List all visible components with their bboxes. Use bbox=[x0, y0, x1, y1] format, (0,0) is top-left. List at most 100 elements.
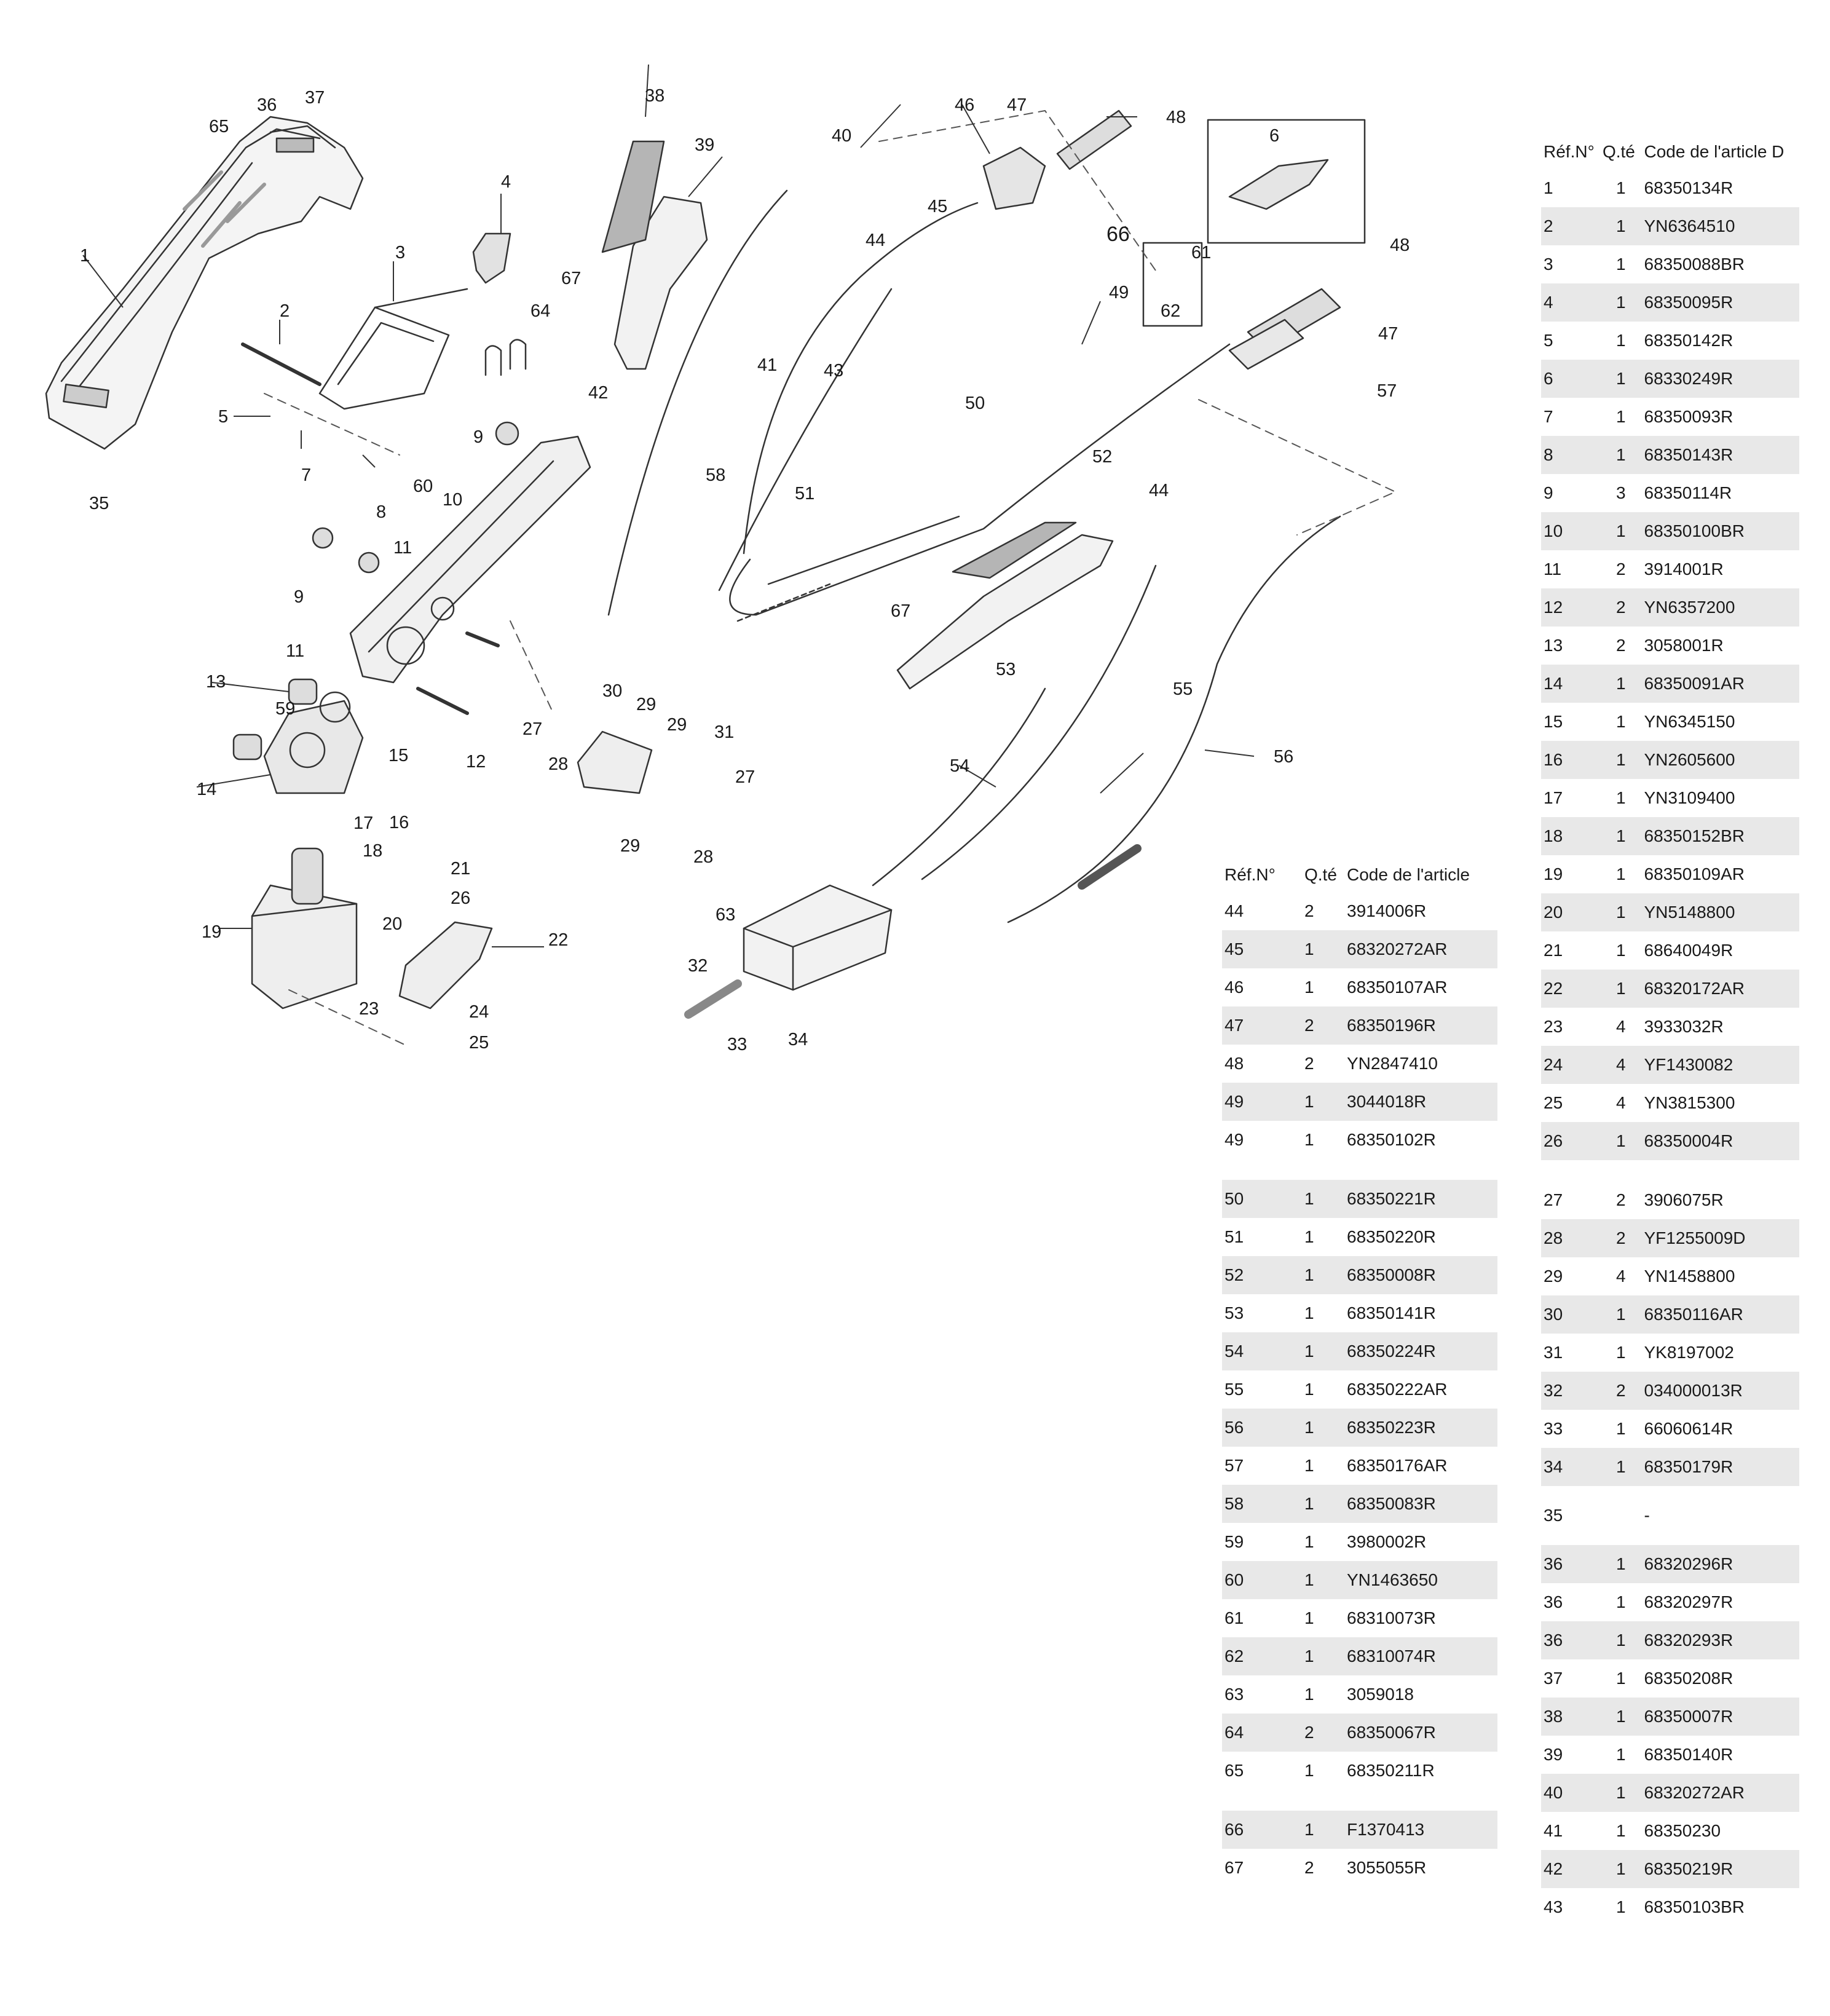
cell-ref: 60 bbox=[1222, 1561, 1296, 1599]
cell-qty: 1 bbox=[1602, 665, 1644, 703]
cell-code: YN5148800 bbox=[1644, 893, 1799, 931]
cell-code: 68350142R bbox=[1644, 331, 1733, 350]
cell-qty: 1 bbox=[1602, 970, 1644, 1008]
cell-qty: 1 bbox=[1296, 1409, 1347, 1447]
cell-qty: 1 bbox=[1602, 1545, 1644, 1583]
callout-39: 39 bbox=[695, 135, 714, 155]
cell-code: YN1463650 bbox=[1347, 1561, 1497, 1599]
cell-code: 68350004R bbox=[1644, 1122, 1799, 1160]
cell-ref: 1 bbox=[1544, 178, 1553, 197]
cell-code: F1370413 bbox=[1347, 1811, 1497, 1849]
cell-code: 68320297R bbox=[1644, 1592, 1733, 1611]
cell-qty: 1 bbox=[1602, 283, 1644, 322]
cell-code: 68350223R bbox=[1347, 1409, 1497, 1447]
cell-code: 66060614R bbox=[1644, 1419, 1733, 1438]
callout-52: 52 bbox=[1092, 447, 1112, 467]
cell-ref: 35 bbox=[1544, 1506, 1563, 1525]
callout-44: 44 bbox=[866, 231, 885, 250]
cell-ref: 6 bbox=[1541, 360, 1603, 398]
cell-ref: 4 bbox=[1541, 283, 1603, 322]
callout-27: 27 bbox=[735, 767, 755, 787]
header-code: Code de l'article D bbox=[1644, 142, 1785, 161]
cell-qty: 1 bbox=[1615, 178, 1626, 197]
header-ref: Réf.N° bbox=[1225, 865, 1276, 884]
cable-55 bbox=[921, 564, 1157, 880]
part-grip-53 bbox=[896, 534, 1114, 690]
cell-qty: 1 bbox=[1615, 1669, 1626, 1688]
cell-ref: 8 bbox=[1541, 436, 1603, 474]
callout-24: 24 bbox=[469, 1002, 489, 1022]
cell-code: - bbox=[1644, 1506, 1650, 1525]
cell-code: 68350116AR bbox=[1644, 1295, 1799, 1334]
cell-code: 68320296R bbox=[1644, 1545, 1799, 1583]
cell-ref: 64 bbox=[1222, 1714, 1296, 1752]
callout-53: 53 bbox=[996, 660, 1016, 679]
callout-17: 17 bbox=[353, 813, 373, 833]
cell-qty: 4 bbox=[1602, 1046, 1644, 1084]
callout-29: 29 bbox=[620, 836, 640, 856]
cell-ref: 58 bbox=[1222, 1485, 1296, 1523]
cell-ref: 7 bbox=[1544, 407, 1553, 426]
callout-63: 63 bbox=[716, 905, 735, 925]
callout-6: 6 bbox=[1269, 126, 1279, 146]
cell-qty: 1 bbox=[1602, 207, 1644, 245]
cell-qty: 1 bbox=[1615, 788, 1626, 807]
part-bolt-2 bbox=[241, 342, 321, 386]
cell-qty: 1 bbox=[1304, 1130, 1314, 1149]
cell-qty: 4 bbox=[1615, 1017, 1626, 1036]
cell-ref: 47 bbox=[1222, 1006, 1296, 1045]
cell-code: 68310074R bbox=[1347, 1637, 1497, 1675]
part-u-clips-64 bbox=[484, 339, 527, 376]
cell-qty: 1 bbox=[1304, 1303, 1314, 1322]
cell-qty: 2 bbox=[1615, 1190, 1626, 1209]
callout-29: 29 bbox=[667, 715, 687, 735]
cell-ref: 54 bbox=[1222, 1332, 1296, 1370]
part-bolts-12 bbox=[416, 631, 500, 715]
cell-code: 68320172AR bbox=[1644, 970, 1799, 1008]
cell-qty: 1 bbox=[1602, 1621, 1644, 1659]
cell-ref: 59 bbox=[1225, 1532, 1244, 1551]
callout-25: 25 bbox=[469, 1033, 489, 1053]
spring-56 bbox=[1078, 844, 1142, 890]
part-wire-frame-3 bbox=[318, 288, 468, 410]
cable-56 bbox=[1007, 515, 1341, 923]
cell-ref: 5 bbox=[1544, 331, 1553, 350]
cell-code: 3980002R bbox=[1347, 1532, 1427, 1551]
part-bracket-14 bbox=[232, 678, 364, 794]
cell-qty: 2 bbox=[1296, 1006, 1347, 1045]
cell-code: 68640049R bbox=[1644, 941, 1733, 960]
cell-code: YN6345150 bbox=[1644, 712, 1735, 731]
callout-3: 3 bbox=[395, 243, 405, 263]
cell-ref: 36 bbox=[1541, 1621, 1603, 1659]
cell-ref: 63 bbox=[1225, 1685, 1244, 1704]
cell-ref: 3 bbox=[1544, 255, 1553, 274]
cell-ref: 41 bbox=[1544, 1821, 1563, 1840]
cell-qty: 1 bbox=[1615, 941, 1626, 960]
callout-46: 46 bbox=[955, 95, 974, 115]
part-knob-4 bbox=[472, 232, 511, 284]
part-cover-left bbox=[45, 116, 364, 450]
cell-ref: 50 bbox=[1222, 1180, 1296, 1218]
